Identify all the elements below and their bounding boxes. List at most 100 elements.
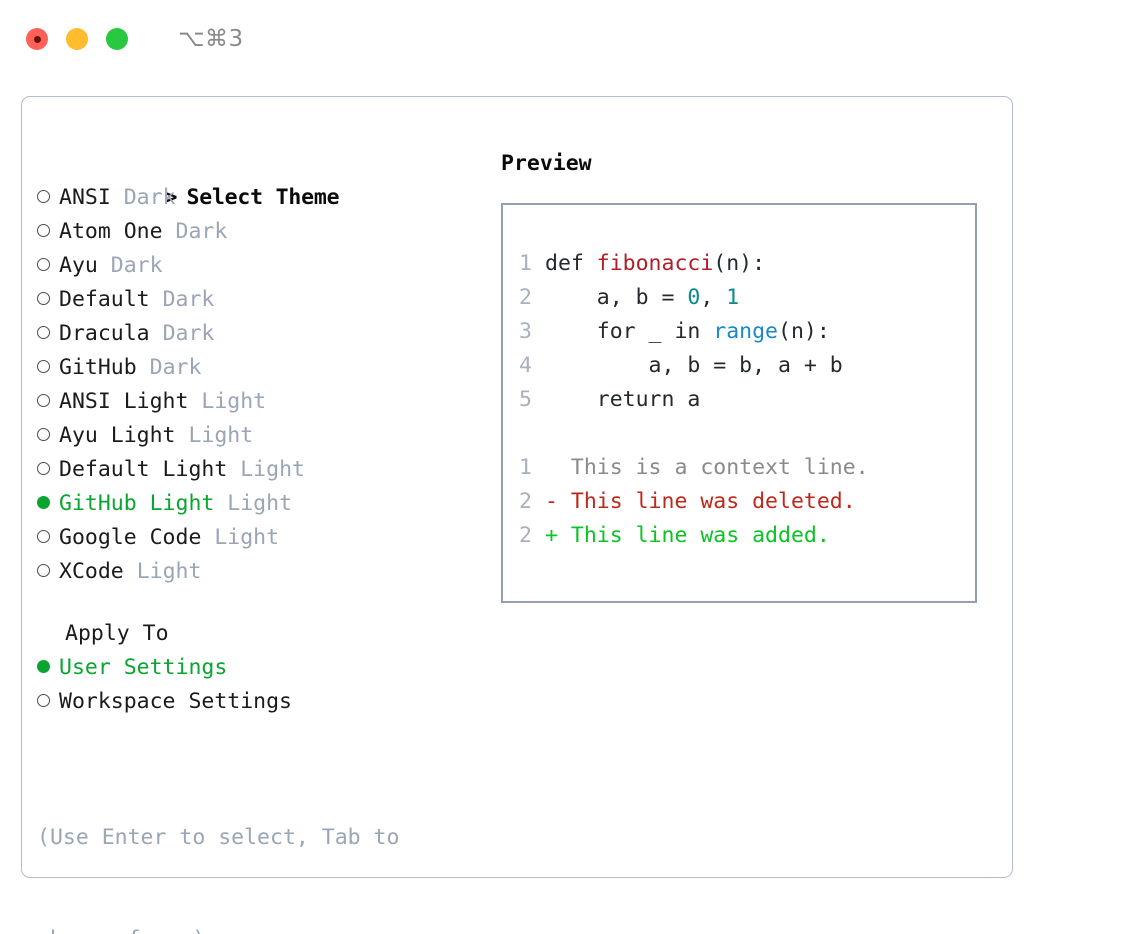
apply-to-header: Apply To <box>65 621 169 646</box>
theme-variant-tag: Light <box>227 491 293 516</box>
theme-variant-tag: Dark <box>110 253 163 278</box>
theme-variant-tag: Dark <box>162 287 215 312</box>
code-diff-separator <box>519 417 975 451</box>
theme-name: Default <box>59 287 150 312</box>
theme-list-item[interactable]: Dracula Dark <box>37 317 492 351</box>
code-token: 1 <box>726 285 740 310</box>
bullet-glyph <box>37 693 50 707</box>
code-token: def <box>545 251 597 276</box>
code-token: return a <box>545 387 701 412</box>
code-token: fibonacci <box>596 251 714 276</box>
radio-unselected-icon <box>37 419 59 453</box>
theme-list-item[interactable]: ANSI Dark <box>37 181 492 215</box>
diff-sign <box>545 455 558 480</box>
bullet-glyph <box>37 393 50 407</box>
diff-line: 2 + This line was added. <box>519 519 975 553</box>
theme-list-header-label: Select Theme <box>186 185 340 210</box>
hint-gap <box>37 719 492 753</box>
code-token: a, b = <box>545 285 688 310</box>
theme-list-item[interactable]: ANSI Light Light <box>37 385 492 419</box>
line-number: 5 <box>519 387 532 412</box>
line-number: 3 <box>519 319 532 344</box>
code-line: 2 a, b = 0, 1 <box>519 281 975 315</box>
diff-sign: - <box>545 489 558 514</box>
bullet-glyph <box>37 461 50 475</box>
theme-name: Ayu Light <box>59 423 176 448</box>
prompt-caret-icon: > <box>164 185 178 210</box>
line-number: 2 <box>519 523 532 548</box>
code-token: a, b = b, a + b <box>545 353 843 378</box>
theme-name: Atom One <box>59 219 163 244</box>
theme-list-item[interactable]: Default Light Light <box>37 453 492 487</box>
theme-variant-tag: Light <box>201 389 267 414</box>
theme-variant-tag: Light <box>240 457 305 482</box>
bullet-glyph <box>37 189 50 203</box>
radio-unselected-icon <box>37 555 59 589</box>
maximize-button[interactable] <box>106 28 128 50</box>
list-gap <box>37 589 492 617</box>
radio-unselected-icon <box>37 283 59 317</box>
theme-variant-tag: Light <box>136 559 202 584</box>
theme-variant-tag: Light <box>214 525 280 550</box>
theme-list-item[interactable]: XCode Light <box>37 555 492 589</box>
apply-to-option[interactable]: User Settings <box>37 651 492 685</box>
bullet-glyph <box>37 359 50 373</box>
keyboard-hint-line-2: change focus) <box>37 923 457 934</box>
bullet-glyph <box>37 495 50 509</box>
code-line: 1 def fibonacci(n): <box>519 247 975 281</box>
theme-variant-tag: Dark <box>123 185 176 210</box>
line-number: 2 <box>519 489 532 514</box>
line-number: 1 <box>519 455 532 480</box>
theme-list-item[interactable]: Default Dark <box>37 283 492 317</box>
theme-variant-tag: Dark <box>149 355 202 380</box>
code-line: 4 a, b = b, a + b <box>519 349 975 383</box>
bullet-glyph <box>37 427 50 441</box>
line-number: 4 <box>519 353 532 378</box>
theme-list-item[interactable]: Ayu Light Light <box>37 419 492 453</box>
close-button[interactable] <box>26 28 48 50</box>
theme-list-item[interactable]: Google Code Light <box>37 521 492 555</box>
theme-list-item[interactable]: GitHub Light Light <box>37 487 492 521</box>
radio-unselected-icon <box>37 385 59 419</box>
theme-variant-tag: Light <box>188 423 254 448</box>
radio-selected-icon <box>37 487 59 521</box>
apply-to-option[interactable]: Workspace Settings <box>37 685 492 719</box>
theme-name: GitHub <box>59 355 137 380</box>
minimize-button[interactable] <box>66 28 88 50</box>
preview-title: Preview <box>501 151 592 176</box>
code-token: 0 <box>687 285 701 310</box>
radio-unselected-icon <box>37 685 59 719</box>
code-token: , <box>700 285 727 310</box>
radio-unselected-icon <box>37 215 59 249</box>
bullet-glyph <box>37 325 50 339</box>
diff-sign: + <box>545 523 558 548</box>
code-token: for _ in <box>545 319 714 344</box>
theme-list-item[interactable]: Atom One Dark <box>37 215 492 249</box>
radio-selected-icon <box>37 651 59 685</box>
line-number: 1 <box>519 251 532 276</box>
radio-unselected-icon <box>37 521 59 555</box>
radio-unselected-icon <box>37 181 59 215</box>
bullet-glyph <box>37 563 50 577</box>
code-line: 3 for _ in range(n): <box>519 315 975 349</box>
theme-name: Dracula <box>59 321 150 346</box>
code-token: (n): <box>713 251 766 276</box>
bullet-glyph <box>37 257 50 271</box>
theme-list-item[interactable]: Ayu Dark <box>37 249 492 283</box>
bullet-glyph <box>37 529 50 543</box>
diff-text: This line was added. <box>557 523 830 548</box>
diff-text: This line was deleted. <box>557 489 856 514</box>
theme-name: ANSI <box>59 185 111 210</box>
keyboard-hint: (Use Enter to select, Tab to change focu… <box>37 753 457 934</box>
keyboard-hint-line-1: (Use Enter to select, Tab to <box>37 825 400 850</box>
theme-list-item[interactable]: GitHub Dark <box>37 351 492 385</box>
theme-list-header: > Select Theme <box>37 147 492 210</box>
window-controls <box>26 28 128 50</box>
bullet-glyph <box>37 659 50 673</box>
